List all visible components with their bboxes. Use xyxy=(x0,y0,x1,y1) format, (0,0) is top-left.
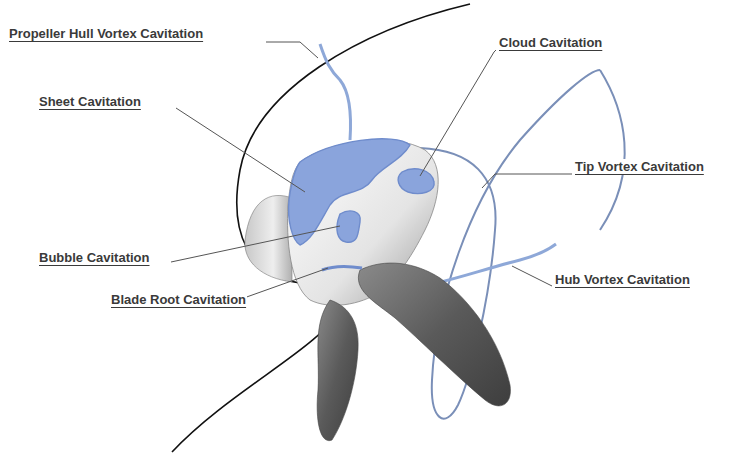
cavitation-label: Blade Root Cavitation xyxy=(110,292,247,308)
cavitation-label: Sheet Cavitation xyxy=(38,94,142,110)
leader-lines xyxy=(171,42,572,304)
sheet-cavitation xyxy=(289,139,410,245)
vortex-label: Tip Vortex Cavitation xyxy=(574,159,705,175)
blade xyxy=(358,263,510,406)
blade xyxy=(317,300,358,441)
hull-outline xyxy=(172,4,470,452)
cavitation-label: Cloud Cavitation xyxy=(498,35,603,51)
vortex-label: Propeller Hull Vortex Cavitation xyxy=(8,26,204,42)
bubble-cavitation xyxy=(337,211,360,242)
hull-vortex xyxy=(320,44,351,140)
blade xyxy=(245,195,292,282)
cloud-cavitation xyxy=(398,169,434,194)
tip-vortex xyxy=(600,70,625,230)
vortex-label: Hub Vortex Cavitation xyxy=(554,272,691,288)
cavitation-label: Bubble Cavitation xyxy=(38,250,151,266)
